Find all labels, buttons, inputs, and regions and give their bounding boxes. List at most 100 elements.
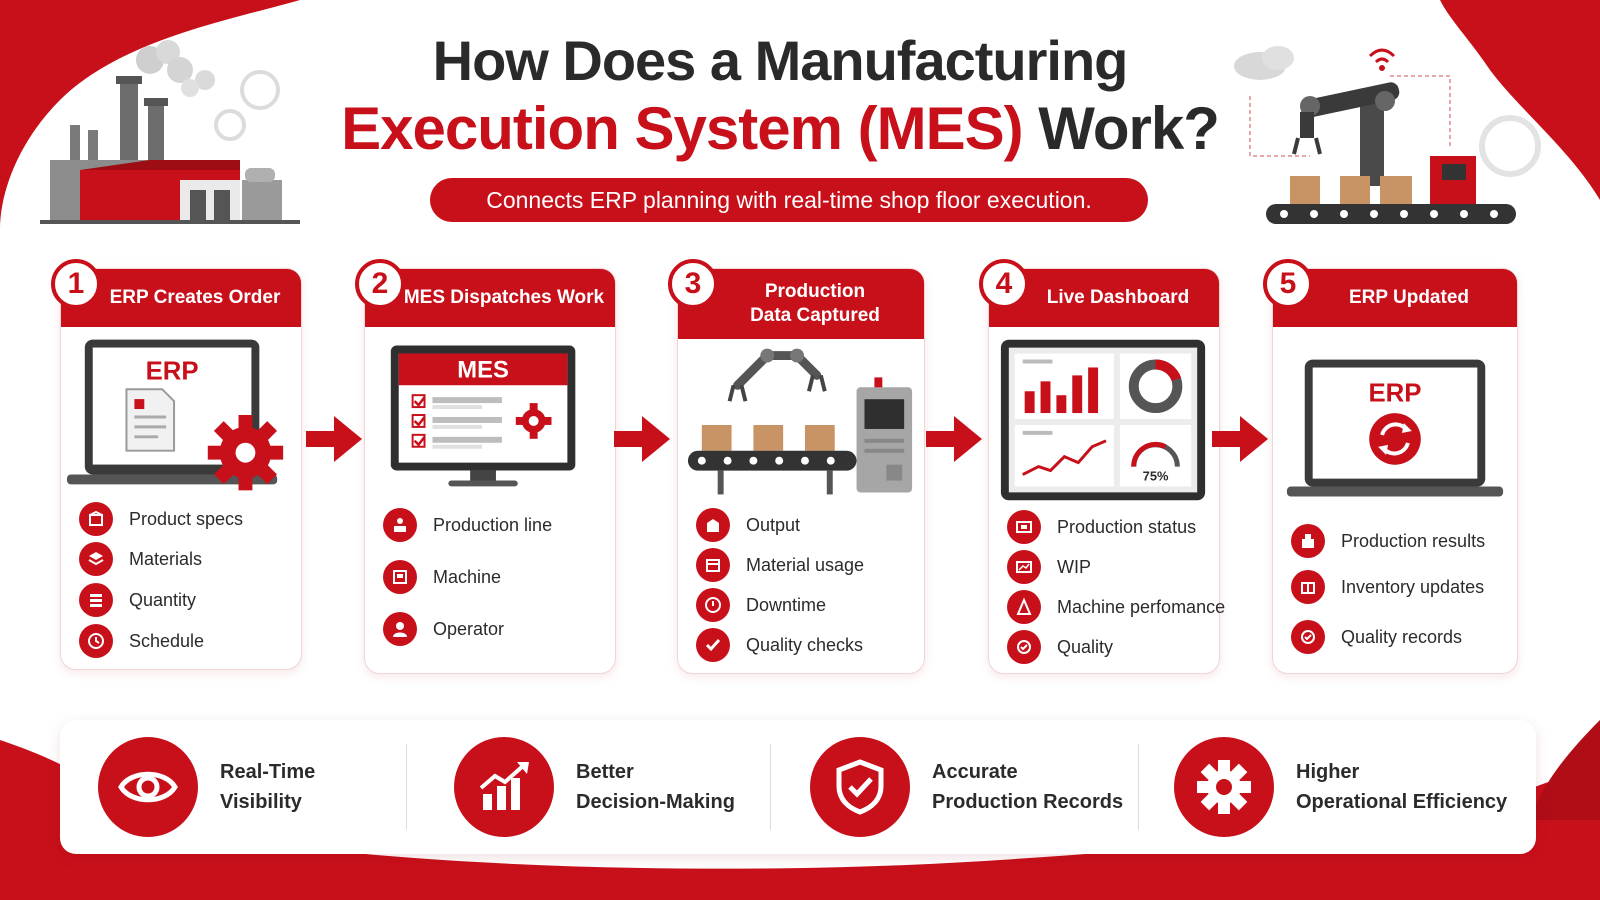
list-item: Machine <box>383 559 501 595</box>
clock-icon <box>79 624 113 658</box>
item-label: WIP <box>1057 556 1091 577</box>
step-card-mes-dispatches-work: 2 MES Dispatches Work MES Production lin… <box>355 259 616 674</box>
step-number: 1 <box>51 259 101 309</box>
benefit-line-2: Operational Efficiency <box>1296 791 1508 813</box>
benefit-label: Accurate Production Records <box>932 757 1123 817</box>
list-item: Output <box>696 507 800 543</box>
screen-label: MES <box>457 356 509 383</box>
flow-arrow-icon <box>926 416 982 462</box>
divider <box>1138 744 1139 830</box>
layers-icon <box>79 542 113 576</box>
benefit-line-1: Higher <box>1296 761 1360 783</box>
item-label: Operator <box>433 618 505 639</box>
list-item: Production status <box>1007 509 1196 545</box>
item-label: Schedule <box>129 630 205 651</box>
list-item: Schedule <box>79 623 204 659</box>
flow-arrow-icon <box>614 416 670 462</box>
step-title-line-1: Production <box>764 281 866 302</box>
item-label: Inventory updates <box>1341 576 1485 597</box>
list-item: Quality <box>1007 629 1113 665</box>
item-label: Machine <box>433 566 502 587</box>
step-card-production-data-captured: 3 Production Data Captured Output Materi… <box>668 259 925 674</box>
flow-arrow-icon <box>306 416 362 462</box>
line-icon <box>383 508 417 542</box>
list-item: Materials <box>79 541 202 577</box>
list-item: Material usage <box>696 547 864 583</box>
wip-icon <box>1007 550 1041 584</box>
benefit-label: Better Decision-Making <box>576 757 735 817</box>
list-item: Production line <box>383 507 552 543</box>
benefit-line-2: Visibility <box>220 791 302 813</box>
output-icon <box>696 508 730 542</box>
quality-icon <box>1007 630 1041 664</box>
step-card-erp-creates-order: 1 ERP Creates Order ERP Product specs Ma <box>51 259 302 670</box>
erp-laptop-illustration: ERP <box>66 339 284 491</box>
title-highlight: Execution System (MES) <box>341 95 1024 162</box>
gauge-value: 75% <box>1143 468 1169 483</box>
box-icon <box>79 502 113 536</box>
performance-icon <box>1007 590 1041 624</box>
list-item: WIP <box>1007 549 1091 585</box>
benefit-line-2: Production Records <box>932 791 1124 813</box>
benefit-real-time-visibility: Real-Time Visibility <box>98 732 315 842</box>
production-line-illustration <box>687 348 913 495</box>
benefits-bar: Real-Time Visibility Better Decision-Mak… <box>60 720 1536 854</box>
erp-updated-laptop-illustration: ERP <box>1286 359 1504 497</box>
item-label: Quantity <box>129 589 197 610</box>
divider <box>770 744 771 830</box>
list-item: Production results <box>1291 523 1485 559</box>
list-item: Quality records <box>1291 619 1462 655</box>
list-item: Quantity <box>79 582 196 618</box>
growth-chart-icon <box>454 737 554 837</box>
step-number: 4 <box>979 259 1029 309</box>
gear-icon <box>1174 737 1274 837</box>
stack-icon <box>79 583 113 617</box>
list-item: Quality checks <box>696 627 863 663</box>
benefit-better-decision-making: Better Decision-Making <box>454 732 735 842</box>
records-icon <box>1291 620 1325 654</box>
benefit-line-1: Real-Time <box>220 761 316 783</box>
machine-icon <box>383 560 417 594</box>
step-title: ERP Creates Order <box>61 269 301 327</box>
item-label: Material usage <box>746 554 865 575</box>
item-label: Production results <box>1341 530 1486 551</box>
item-label: Quality <box>1057 636 1114 657</box>
item-label: Production line <box>433 514 553 535</box>
benefit-accurate-production-records: Accurate Production Records <box>810 732 1123 842</box>
item-label: Production status <box>1057 516 1197 537</box>
subtitle-banner: Connects ERP planning with real-time sho… <box>430 178 1148 222</box>
benefit-higher-operational-efficiency: Higher Operational Efficiency <box>1174 732 1507 842</box>
shield-check-icon <box>810 737 910 837</box>
divider <box>406 744 407 830</box>
title-suffix: Work? <box>1022 95 1220 162</box>
material-icon <box>696 548 730 582</box>
list-item: Operator <box>383 611 504 647</box>
mes-monitor-illustration: MES <box>390 345 576 487</box>
robot-conveyor-illustration <box>1234 46 1541 224</box>
list-item: Machine perfomance <box>1007 589 1225 625</box>
results-icon <box>1291 524 1325 558</box>
item-label: Machine perfomance <box>1057 596 1226 617</box>
check-icon <box>696 628 730 662</box>
screen-label: ERP <box>146 357 199 385</box>
step-number: 5 <box>1263 259 1313 309</box>
step-title: Production Data Captured <box>678 269 924 339</box>
item-label: Materials <box>129 548 203 569</box>
dashboard-illustration: 75% <box>1000 339 1206 501</box>
benefit-label: Higher Operational Efficiency <box>1296 757 1507 817</box>
list-item: Product specs <box>79 501 243 537</box>
benefit-line-2: Decision-Making <box>576 791 735 813</box>
step-title-line-2: Data Captured <box>750 305 880 326</box>
step-card-erp-updated: 5 ERP Updated ERP Production results Inv… <box>1263 259 1518 674</box>
factory-illustration <box>40 40 300 224</box>
title-line-2: Execution System (MES) Work? <box>330 94 1230 164</box>
item-label: Downtime <box>746 594 827 615</box>
step-title: MES Dispatches Work <box>365 269 615 327</box>
item-label: Product specs <box>129 508 244 529</box>
page-title: How Does a Manufacturing Execution Syste… <box>330 28 1230 164</box>
item-label: Quality records <box>1341 626 1463 647</box>
list-item: Inventory updates <box>1291 569 1484 605</box>
flow-arrow-icon <box>1212 416 1268 462</box>
inventory-icon <box>1291 570 1325 604</box>
